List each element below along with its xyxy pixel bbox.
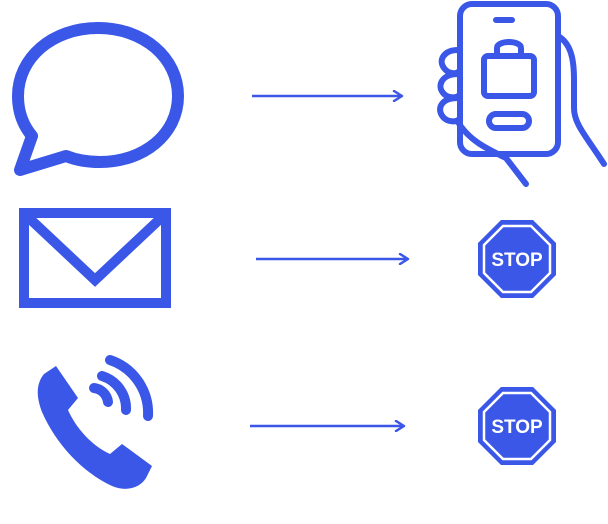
stop-sign-icon: STOP	[478, 387, 556, 465]
phone-shopping-bag-icon	[437, 1, 607, 187]
envelope-icon	[19, 208, 171, 308]
phone-call-icon	[37, 355, 154, 489]
chat-bubble-icon	[12, 22, 184, 176]
stop-sign-label: STOP	[491, 250, 543, 271]
stop-sign-icon: STOP	[478, 220, 556, 298]
stop-sign-label: STOP	[491, 417, 543, 438]
